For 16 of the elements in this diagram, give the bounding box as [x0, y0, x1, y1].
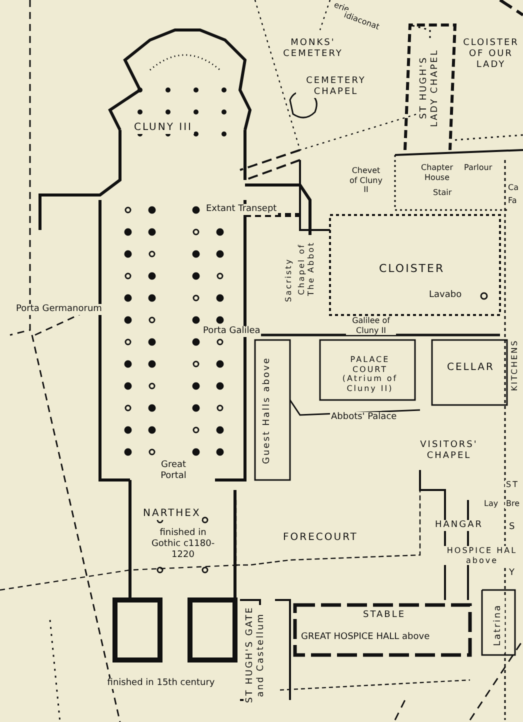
partial-label: Bre [505, 499, 521, 509]
partial-label: Ca [507, 183, 520, 193]
part-label: Porta Germanorum [15, 304, 103, 315]
part-label: Porta Galilea [202, 326, 262, 337]
room-label: Galilee of Cluny II [346, 316, 396, 336]
partial-label: ST [505, 480, 520, 490]
room-label: NARTHEX [142, 508, 202, 520]
area-label: CLOISTER [378, 262, 446, 276]
note-text: finished in 15th century [105, 678, 217, 689]
partial-label: Lay [483, 499, 500, 509]
part-label: Extant Transept [205, 204, 278, 215]
partial-label: Fa [507, 196, 518, 206]
room-label: HANGAR [434, 520, 484, 531]
room-label: Parlour [463, 163, 494, 173]
room-label: Latrina [492, 598, 505, 653]
room-label: Stair [432, 188, 453, 198]
